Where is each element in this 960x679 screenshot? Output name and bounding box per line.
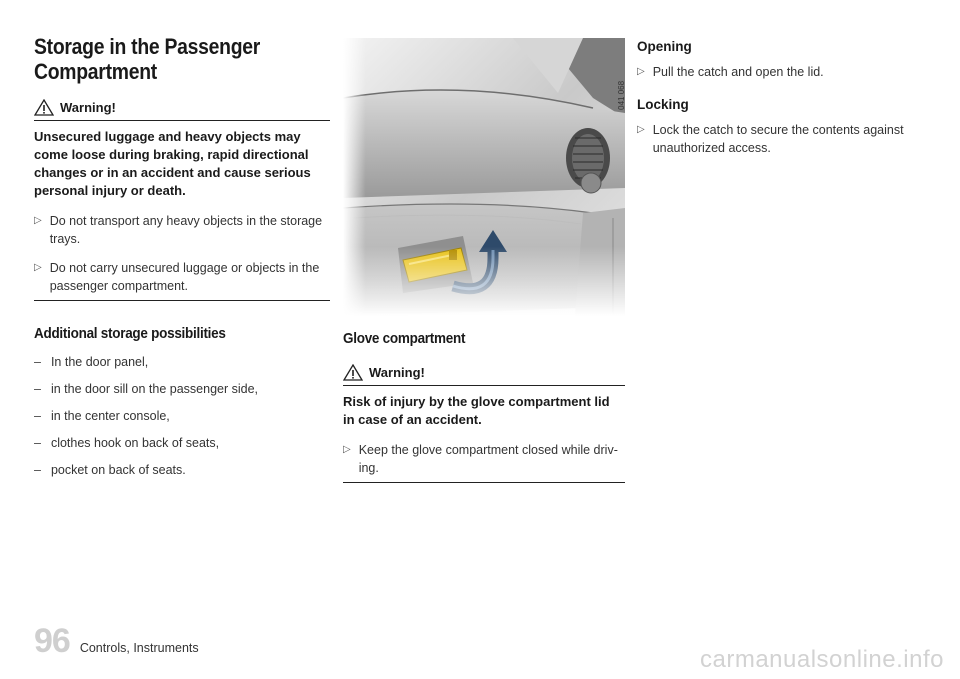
warning-label: Warning! [369,365,425,380]
list-item-text: in the door sill on the passenger side, [50,382,259,396]
page-number: 96 [34,622,71,660]
additional-storage-heading: Additional storage possibilities [34,325,226,342]
page-title-line-1: Storage in the Passenger [34,34,261,59]
right-column: Opening ▷ Pull the catch and open the li… [637,38,927,157]
photo-code: 041 068 [617,80,625,110]
warning-label: Warning! [60,100,116,115]
list-item-text: in the center console, [50,409,170,423]
triangle-right-icon: ▷ [343,444,351,455]
warning-triangle-icon [343,364,363,381]
locking-heading: Locking [637,97,689,112]
warning-text: Unsecured luggage and heavy objects may … [34,129,311,198]
warning-header: Warning! [34,99,330,120]
additional-storage-list: –In the door panel, –in the door sill on… [34,353,330,479]
left-column: Storage in the Passenger Compartment War… [34,34,330,479]
list-item: –in the center console, [34,409,170,423]
opening-bullet: ▷ Pull the catch and open the lid. [637,63,927,81]
page-title: Storage in the Passenger Compartment [34,34,333,84]
triangle-right-icon: ▷ [34,215,42,226]
list-item: –clothes hook on back of seats, [34,436,220,450]
list-item-text: In the door panel, [50,355,149,369]
list-item-text: clothes hook on back of seats, [50,436,220,450]
warning-bullet-2: ▷ Do not carry unsecured luggage or obje… [34,259,324,295]
section-label: Controls, Instruments [79,641,199,655]
middle-column: Glove compartment Warning! Risk of injur… [343,330,625,483]
warning-text: Risk of injury by the glove compartment … [343,394,610,427]
bullet-text: Pull the catch and open the lid. [652,65,824,79]
triangle-right-icon: ▷ [637,66,645,77]
warning-end-divider [34,300,330,301]
list-item: –pocket on back of seats. [34,463,186,477]
glove-compartment-heading: Glove compartment [343,330,466,347]
triangle-right-icon: ▷ [637,124,645,135]
bullet-text: Lock the catch to secure the contents ag… [652,123,904,155]
warning-end-divider [343,482,625,483]
bullet-text: Keep the glove compartment closed while … [358,443,618,475]
page-title-line-2: Compartment [34,59,157,84]
triangle-right-icon: ▷ [34,262,42,273]
glove-compartment-photo: 041 068 [343,38,625,316]
bullet-text: Do not carry unsecured luggage or object… [49,261,320,293]
bullet-text: Do not transport any heavy objects in th… [49,214,323,246]
warning-bullet: ▷ Keep the glove compartment closed whil… [343,441,619,477]
watermark: carmanualsonline.info [700,646,944,673]
warning-divider [343,385,625,386]
warning-divider [34,120,330,121]
warning-triangle-icon [34,99,54,116]
page-footer: 96 Controls, Instruments [34,622,199,661]
warning-bullet-1: ▷ Do not transport any heavy objects in … [34,212,324,248]
glove-compartment-illustration [343,38,625,316]
locking-bullet: ▷ Lock the catch to secure the contents … [637,121,922,157]
warning-header: Warning! [343,364,625,385]
list-item: –in the door sill on the passenger side, [34,382,259,396]
list-item-text: pocket on back of seats. [50,463,186,477]
list-item: –In the door panel, [34,355,149,369]
opening-heading: Opening [637,39,692,54]
